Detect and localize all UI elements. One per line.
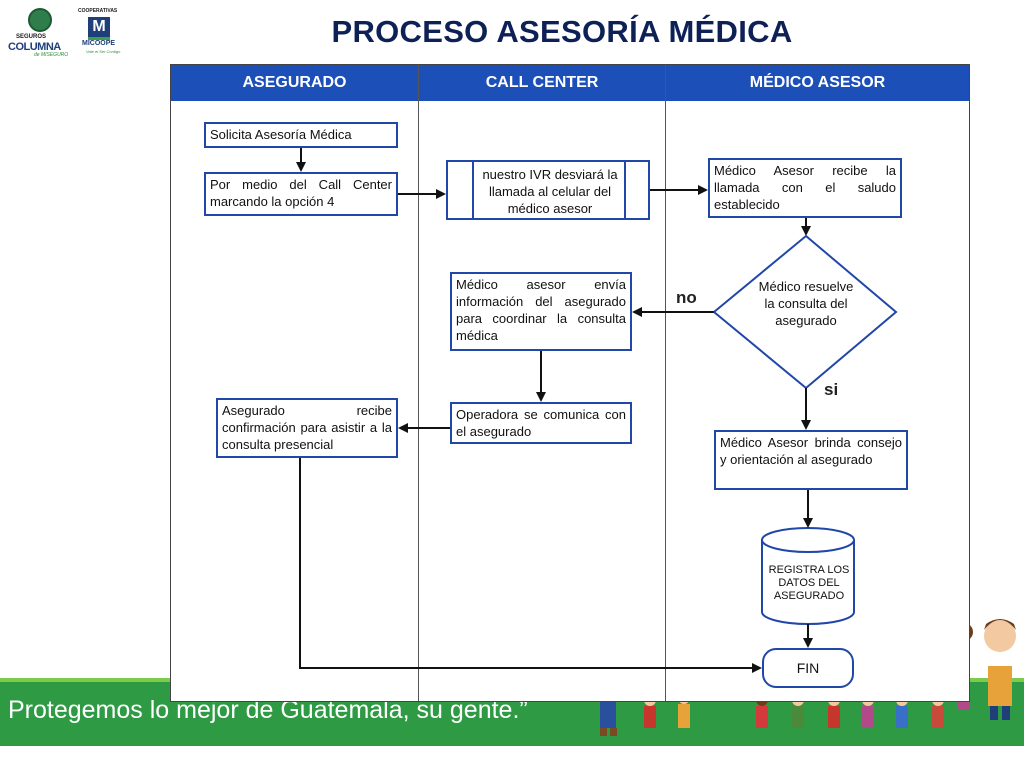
lane-divider: [418, 65, 419, 701]
decision-text: Médico resuelve la consulta del asegurad…: [758, 279, 854, 328]
arrow-asegurado-to-fin: [299, 458, 762, 673]
step-envia-informacion: Médico asesor envía información del aseg…: [450, 272, 632, 351]
person-figure: [984, 619, 1016, 720]
process-bar: [472, 162, 474, 218]
step-solicita-asesoria: Solicita Asesoría Médica: [204, 122, 398, 148]
micoope-logo-line3: Vale el Ser Contigo: [86, 49, 121, 54]
columna-logo-line2: COLUMNA: [8, 41, 61, 53]
lane-divider: [665, 65, 666, 701]
end-terminator: FIN: [762, 648, 854, 688]
logos: SEGUROS COLUMNA de MISEGURO COOPERATIVAS…: [4, 4, 124, 58]
page-title: PROCESO ASESORÍA MÉDICA: [331, 14, 793, 49]
columna-emblem-icon: [28, 8, 52, 32]
step-medico-recibe: Médico Asesor recibe la llamada con el s…: [708, 158, 902, 218]
micoope-logo-line2: MICOOPE: [82, 40, 116, 47]
columna-logo-line1: SEGUROS: [16, 34, 47, 40]
decision-label-no: no: [676, 288, 697, 307]
step-brinda-consejo: Médico Asesor brinda consejo y orientaci…: [714, 430, 908, 490]
process-bar: [624, 162, 626, 218]
column-header-medico-asesor: MÉDICO ASESOR: [666, 65, 969, 101]
columna-logo-line3: de MISEGURO: [34, 52, 69, 58]
column-header-asegurado: ASEGURADO: [171, 65, 419, 101]
step-ivr-desvia: nuestro IVR desviará la llamada al celul…: [446, 160, 650, 220]
columna-logo: SEGUROS COLUMNA de MISEGURO: [8, 8, 70, 58]
step-asegurado-recibe: Asegurado recibe confirmación para asist…: [216, 398, 398, 458]
step-por-medio-call-center: Por medio del Call Center marcando la op…: [204, 172, 398, 216]
micoope-logo: COOPERATIVAS M MICOOPE Vale el Ser Conti…: [76, 8, 124, 56]
footer-stripe: [0, 742, 1024, 746]
step-operadora-comunica: Operadora se comunica con el asegurado: [450, 402, 632, 444]
registra-datos-text: REGISTRA LOS DATOS DEL ASEGURADO: [768, 564, 850, 602]
column-header-call-center: CALL CENTER: [419, 65, 666, 101]
step-ivr-text: nuestro IVR desviará la llamada al celul…: [482, 167, 618, 216]
decision-label-si: si: [824, 380, 839, 399]
micoope-logo-line1: COOPERATIVAS: [78, 8, 118, 14]
micoope-mark-icon: M: [88, 17, 110, 40]
database-cylinder-icon: [761, 527, 855, 625]
